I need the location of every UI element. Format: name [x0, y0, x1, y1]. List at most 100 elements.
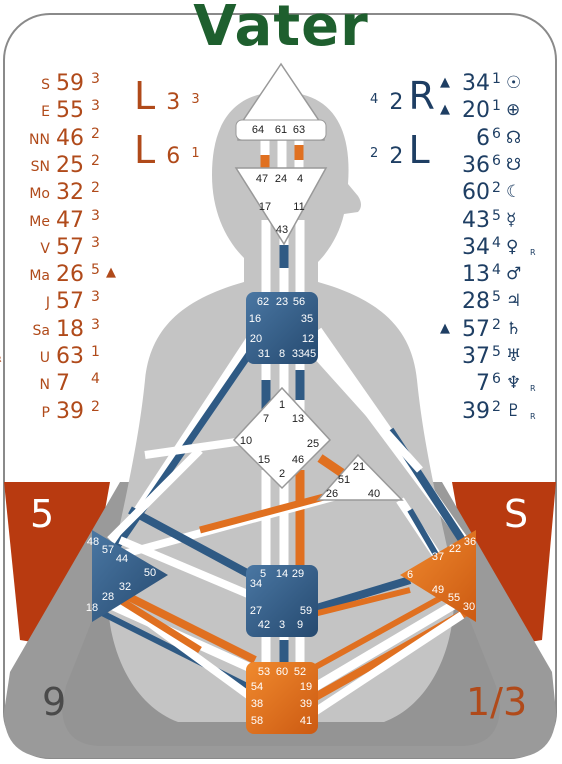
gate-label: 38 — [251, 698, 263, 710]
variable-tone: 2 — [389, 90, 404, 115]
gate-label: 46 — [292, 454, 304, 466]
chart-title: Vater — [193, 0, 369, 59]
gate-label: 64 — [252, 124, 264, 136]
variable-arrow: L — [134, 128, 156, 172]
gate-label: 15 — [258, 454, 270, 466]
planet-symbol: ♇ — [506, 400, 522, 421]
gate-label: 40 — [368, 488, 380, 500]
line-number: 3 — [91, 98, 100, 115]
planet-symbol: ☿ — [506, 209, 517, 230]
line-number: 2 — [492, 180, 501, 197]
corner-right-top: S — [504, 492, 529, 536]
gate-number: 47 — [56, 207, 84, 233]
ajna-center — [234, 167, 328, 246]
gate-label: 34 — [250, 578, 262, 590]
gate-number: 57 — [462, 316, 490, 342]
line-number: 5 — [91, 262, 100, 279]
variable-color: 1 — [191, 146, 200, 161]
exalted-mark: ▲ — [106, 265, 116, 281]
gate-number: 34 — [462, 71, 490, 96]
gate-label: 36 — [464, 536, 476, 548]
variable-tone: 2 — [389, 144, 404, 169]
retrograde-mark: R — [530, 411, 536, 421]
planet-symbol: ♃ — [506, 291, 522, 312]
gate-label: 10 — [240, 435, 252, 447]
channel — [307, 611, 465, 719]
channel — [309, 347, 423, 473]
gate-label: 44 — [116, 553, 128, 565]
gate-label: 48 — [87, 536, 99, 548]
gate-label: 62 — [257, 296, 269, 308]
variable-color: 3 — [191, 92, 200, 107]
line-number: 2 — [91, 125, 100, 142]
gate-label: 35 — [301, 313, 313, 325]
planet-label: U — [39, 350, 50, 366]
exalted-mark: ▲ — [440, 320, 450, 336]
gate-label: 31 — [258, 348, 270, 360]
gate-number: 43 — [462, 207, 490, 233]
planet-symbol: ☊ — [506, 127, 522, 148]
gate-label: 42 — [258, 619, 270, 631]
line-number: 3 — [91, 316, 100, 333]
gate-label: 17 — [259, 201, 271, 213]
line-number: 4 — [492, 234, 501, 251]
retrograde-mark: R — [530, 247, 536, 257]
line-number: 6 — [492, 125, 501, 142]
gate-number: 63 — [56, 344, 84, 369]
gate-label: 13 — [292, 413, 304, 425]
gate-label: 23 — [276, 296, 288, 308]
gate-label: 4 — [297, 173, 303, 185]
variable-arrow: L — [134, 74, 156, 118]
line-number: 3 — [91, 289, 100, 306]
channel — [122, 601, 258, 704]
corner-left-bottom: 9 — [42, 680, 67, 724]
channel — [308, 576, 412, 614]
gate-number: 28 — [462, 289, 490, 315]
channel — [309, 587, 411, 618]
variable-arrow: L — [408, 128, 430, 172]
gate-number: 59 — [56, 71, 84, 96]
gate-number: 57 — [56, 289, 84, 315]
corner-right-bottom: 1/3 — [466, 680, 528, 724]
gate-label: 55 — [448, 592, 460, 604]
gate-label: 8 — [279, 348, 285, 360]
retrograde-mark: R — [0, 355, 2, 364]
line-number: 2 — [91, 180, 100, 197]
gate-label: 43 — [276, 224, 288, 236]
gate-number: 13 — [462, 262, 490, 288]
centers — [92, 62, 476, 734]
line-number: 5 — [492, 289, 501, 306]
line-number: 2 — [91, 152, 100, 169]
gate-number: 60 — [462, 180, 490, 206]
gate-label: 51 — [338, 474, 350, 486]
gate-label: 33 — [292, 348, 304, 360]
line-number: 5 — [492, 344, 501, 360]
gate-number: 20 — [462, 98, 490, 124]
heart-center — [316, 453, 404, 501]
line-number: 2 — [492, 316, 501, 333]
planet-label: Me — [29, 213, 50, 230]
gate-label: 25 — [307, 438, 319, 450]
planet-label: Mo — [29, 186, 50, 203]
channel — [113, 586, 257, 664]
gate-label: 6 — [407, 569, 413, 581]
gate-label: 22 — [449, 543, 461, 555]
planet-label: SN — [30, 158, 50, 175]
variable-tone: 3 — [166, 90, 181, 115]
gate-label: 14 — [276, 568, 288, 580]
line-number: 4 — [492, 262, 501, 279]
exalted-mark: ▲ — [440, 102, 450, 118]
planet-label: P — [41, 404, 50, 421]
gate-label: 20 — [250, 333, 262, 345]
channel — [317, 454, 348, 479]
line-number: 2 — [91, 398, 100, 415]
gate-label: 56 — [293, 296, 305, 308]
gate-label: 63 — [293, 124, 305, 136]
gate-number: 32 — [56, 180, 84, 206]
line-number: 4 — [91, 371, 100, 388]
gate-number: 39 — [462, 398, 490, 424]
gate-label: 16 — [249, 313, 261, 325]
planet-label: Sa — [32, 322, 50, 339]
